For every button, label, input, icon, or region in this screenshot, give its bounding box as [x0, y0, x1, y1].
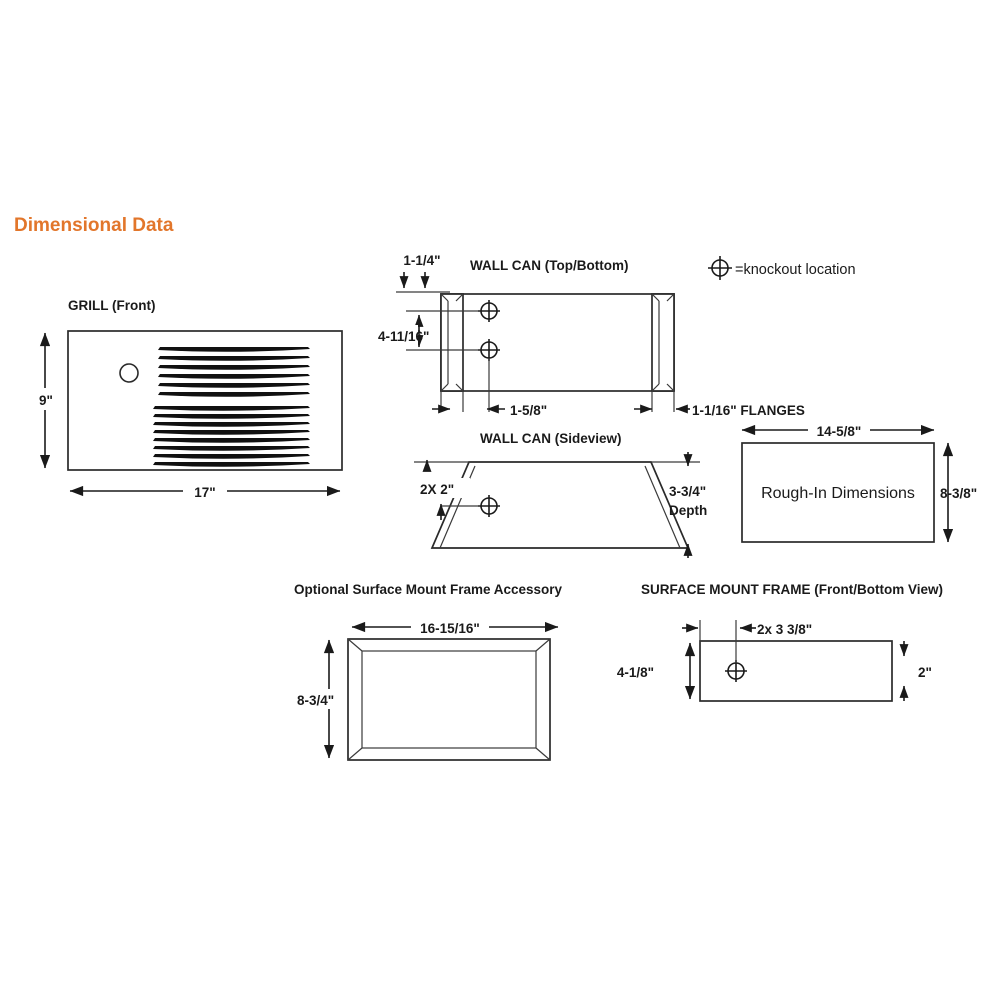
view-surface-frame-accessory: Optional Surface Mount Frame Accessory 1…	[294, 582, 563, 761]
surface-frame-accessory-heading: Optional Surface Mount Frame Accessory	[294, 582, 563, 597]
grill-heading: GRILL (Front)	[68, 298, 155, 313]
wall-can-side-heading: WALL CAN (Sideview)	[480, 431, 622, 446]
wall-can-side-depth-label-2: Depth	[669, 503, 707, 518]
view-surface-frame-front-bottom: SURFACE MOUNT FRAME (Front/Bottom View) …	[617, 582, 943, 702]
wall-can-side-depth-label-1: 3-3/4"	[669, 484, 706, 499]
view-rough-in: Rough-In Dimensions 14-5/8" 8-3/8"	[741, 420, 977, 543]
wall-can-flange-top-dimension: 1-1/4"	[396, 253, 450, 293]
surface-frame-front-offset-label: 2x 3 3/8"	[757, 622, 812, 637]
grill-height-label: 9"	[39, 393, 53, 408]
rough-in-width-dimension: 14-5/8"	[741, 420, 935, 440]
rough-in-height-dimension: 8-3/8"	[940, 442, 977, 543]
view-grill-front: GRILL (Front) 9"	[34, 298, 343, 502]
rough-in-body	[741, 442, 935, 543]
wall-can-side-knockout	[478, 495, 500, 517]
surface-frame-accessory-width-dimension: 16-15/16"	[351, 617, 559, 637]
surface-frame-front-right-dimension: 2"	[899, 641, 932, 701]
wall-can-flanges-dimension: 1-1/16" FLANGES	[634, 391, 805, 418]
rough-in-width-label: 14-5/8"	[817, 424, 862, 439]
surface-frame-front-left-label: 4-1/8"	[617, 665, 654, 680]
surface-frame-accessory-height-label: 8-3/4"	[297, 693, 334, 708]
surface-frame-accessory-outer	[347, 638, 551, 761]
knockout-crosshair-icon	[708, 256, 732, 280]
grill-height-dimension: 9"	[34, 332, 58, 469]
wall-can-knockout-spacing-dimension: 4-11/16"	[372, 310, 478, 351]
knockout-legend: =knockout location	[708, 256, 856, 280]
grill-louvers-upper	[158, 347, 310, 397]
wall-can-side-body	[430, 461, 690, 549]
surface-frame-accessory-inner	[361, 650, 537, 749]
surface-frame-accessory-width-label: 16-15/16"	[420, 621, 480, 636]
grill-knob-hole	[119, 363, 139, 383]
knockout-legend-label: =knockout location	[735, 262, 856, 278]
wall-can-knockout-spacing-label: 4-11/16"	[378, 329, 429, 344]
grill-width-label: 17"	[194, 485, 215, 500]
wall-can-flange-top-label: 1-1/4"	[403, 253, 440, 268]
wall-can-side-depth-dimension: 3-3/4" Depth	[651, 452, 707, 558]
wall-can-knockout-offset-label: 1-5/8"	[510, 403, 547, 418]
wall-can-top-knockout-2	[478, 339, 500, 361]
wall-can-top-knockout-1	[478, 300, 500, 322]
wall-can-top-left-flange	[440, 293, 464, 392]
surface-frame-front-offset-dimension: 2x 3 3/8"	[682, 620, 812, 663]
view-wall-can-top-bottom: WALL CAN (Top/Bottom)	[372, 253, 805, 418]
wall-can-side-knockout-label: 2X 2"	[420, 482, 454, 497]
wall-can-top-body	[440, 293, 675, 392]
rough-in-height-label: 8-3/8"	[940, 486, 977, 501]
surface-frame-front-heading: SURFACE MOUNT FRAME (Front/Bottom View)	[641, 582, 943, 597]
grill-louvers-lower	[153, 406, 310, 467]
wall-can-knockout-offset-dimension: 1-5/8"	[432, 358, 547, 418]
view-wall-can-sideview: WALL CAN (Sideview) 2X 2" 3-3/4" Dep	[414, 431, 707, 558]
rough-in-label: Rough-In Dimensions	[761, 485, 915, 502]
grill-width-dimension: 17"	[69, 481, 341, 502]
surface-frame-accessory-height-dimension: 8-3/4"	[295, 639, 334, 759]
surface-frame-front-right-label: 2"	[918, 665, 932, 680]
surface-frame-front-left-dimension: 4-1/8"	[617, 642, 696, 700]
wall-can-top-right-flange	[651, 293, 675, 392]
page-title: Dimensional Data	[14, 215, 174, 236]
wall-can-flanges-label: 1-1/16" FLANGES	[692, 403, 805, 418]
wall-can-side-knockout-dimension: 2X 2"	[414, 459, 480, 520]
wall-can-top-heading: WALL CAN (Top/Bottom)	[470, 258, 628, 273]
